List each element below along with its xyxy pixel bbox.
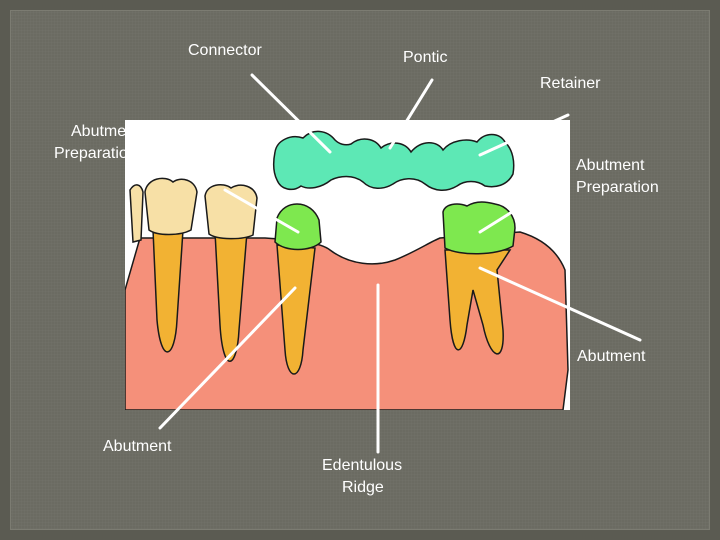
label-abutment-prep-left-1: Abutment — [71, 123, 140, 140]
label-abutment-prep-left-2: Preparation — [54, 145, 137, 162]
label-ridge-2: Ridge — [342, 479, 384, 496]
partial-tooth-left — [129, 184, 144, 243]
label-abutment-left: Abutment — [103, 438, 172, 455]
dental-bridge-illustration — [125, 120, 570, 410]
tooth-1-crown — [144, 177, 198, 236]
left-abutment-preparation — [274, 203, 322, 251]
right-abutment-preparation — [442, 201, 516, 255]
fixed-bridge — [272, 130, 515, 191]
label-pontic: Pontic — [403, 49, 448, 66]
label-abutment-prep-right-2: Preparation — [576, 179, 659, 196]
label-ridge-1: Edentulous — [322, 457, 403, 474]
label-abutment-prep-right-1: Abutment — [576, 157, 645, 174]
tooth-2-crown — [204, 183, 258, 240]
label-abutment-right: Abutment — [577, 348, 646, 365]
label-connector: Connector — [188, 42, 262, 59]
label-retainer: Retainer — [540, 75, 601, 92]
